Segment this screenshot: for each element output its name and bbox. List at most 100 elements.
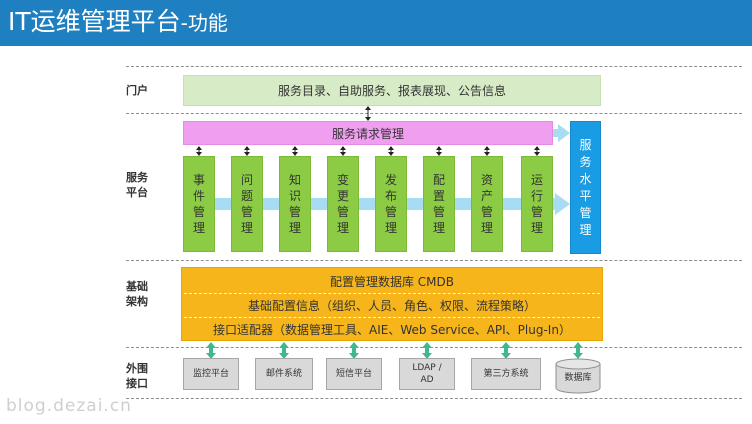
title-main: IT运维管理平台 bbox=[8, 7, 181, 36]
interface-arrow bbox=[573, 342, 583, 359]
service-level-char: 平 bbox=[579, 188, 592, 203]
title-sub: -功能 bbox=[180, 11, 228, 35]
module-char: 管 bbox=[480, 205, 493, 219]
separator-bottom bbox=[126, 398, 742, 399]
module-char: 识 bbox=[288, 189, 301, 203]
interface-arrow bbox=[422, 342, 432, 359]
flow-band bbox=[183, 198, 555, 210]
row-label-line: 平台 bbox=[126, 186, 148, 199]
module-char: 理 bbox=[530, 221, 543, 235]
module-char: 理 bbox=[336, 221, 349, 235]
module-char: 行 bbox=[530, 189, 543, 203]
module-link-arrow bbox=[534, 146, 540, 156]
module-asset: 资产管理 bbox=[471, 156, 503, 252]
row-label-infrastructure: 基础 架构 bbox=[126, 279, 164, 309]
row-label-line: 服务 bbox=[126, 171, 148, 184]
module-change: 变更管理 bbox=[327, 156, 359, 252]
module-char: 管 bbox=[192, 205, 205, 219]
separator-service bbox=[126, 260, 742, 261]
module-link-arrow bbox=[436, 146, 442, 156]
module-char: 理 bbox=[240, 221, 253, 235]
service-level-box: 服 务 水 平 管 理 bbox=[570, 121, 601, 254]
module-char: 管 bbox=[530, 205, 543, 219]
service-level-char: 水 bbox=[579, 171, 592, 186]
service-request-box: 服务请求管理 bbox=[183, 121, 553, 145]
module-operations: 运行管理 bbox=[521, 156, 553, 252]
module-knowledge: 知识管理 bbox=[279, 156, 311, 252]
module-char: 产 bbox=[480, 189, 493, 203]
module-char: 理 bbox=[432, 221, 445, 235]
cmdb-title: 配置管理数据库 CMDB bbox=[329, 274, 455, 289]
flow-band-arrowhead bbox=[555, 193, 570, 215]
row-label-line: 外围 bbox=[126, 362, 148, 375]
module-problem: 问题管理 bbox=[231, 156, 263, 252]
module-release: 发布管理 bbox=[375, 156, 407, 252]
module-char: 理 bbox=[480, 221, 493, 235]
interface-arrow bbox=[206, 342, 216, 359]
module-char: 理 bbox=[192, 221, 205, 235]
interface-ldap: LDAP / AD bbox=[399, 358, 455, 390]
module-link-arrow bbox=[196, 146, 202, 156]
row-label-external: 外围 接口 bbox=[126, 361, 164, 391]
module-char: 发 bbox=[384, 173, 397, 187]
interface-monitoring: 监控平台 bbox=[183, 358, 239, 390]
row-label-service-platform: 服务 平台 bbox=[126, 170, 164, 200]
row-label-portal: 门户 bbox=[126, 84, 148, 97]
interface-arrow bbox=[501, 342, 511, 359]
module-char: 资 bbox=[480, 173, 493, 187]
module-link-arrow bbox=[484, 146, 490, 156]
module-link-arrow bbox=[340, 146, 346, 156]
module-char: 问 bbox=[240, 173, 253, 187]
module-char: 理 bbox=[384, 221, 397, 235]
module-char: 管 bbox=[240, 205, 253, 219]
interface-arrows bbox=[206, 342, 583, 359]
module-link-arrow bbox=[244, 146, 250, 156]
cmdb-interface-adapter: 接口适配器（数据管理工具、AIE、Web Service、API、Plug-In… bbox=[213, 322, 571, 337]
cmdb-divider bbox=[184, 317, 600, 318]
row-label-line: 架构 bbox=[126, 295, 148, 308]
module-link-arrow bbox=[292, 146, 298, 156]
interface-arrow bbox=[279, 342, 289, 359]
module-char: 运 bbox=[530, 173, 543, 187]
module-incident: 事件管理 bbox=[183, 156, 215, 252]
module-char: 知 bbox=[288, 173, 301, 187]
database-icon bbox=[555, 358, 601, 394]
row-label-line: 接口 bbox=[126, 377, 148, 390]
portal-box: 服务目录、自助服务、报表展现、公告信息 bbox=[183, 75, 601, 106]
portal-link-arrow bbox=[365, 106, 371, 121]
module-char: 变 bbox=[336, 173, 349, 187]
module-char: 配 bbox=[432, 173, 445, 187]
module-link-arrows bbox=[196, 146, 540, 156]
service-level-char: 管 bbox=[579, 205, 592, 220]
interface-database: 数据库 bbox=[564, 373, 592, 383]
interface-sms: 短信平台 bbox=[326, 358, 382, 390]
module-char: 更 bbox=[336, 189, 349, 203]
cmdb-block: 配置管理数据库 CMDB 基础配置信息（组织、人员、角色、权限、流程策略） 接口… bbox=[181, 267, 603, 341]
service-level-char: 理 bbox=[579, 222, 592, 237]
module-link-arrow bbox=[388, 146, 394, 156]
interface-arrow bbox=[349, 342, 359, 359]
watermark: blog.dezai.cn bbox=[6, 396, 132, 416]
module-char: 布 bbox=[384, 189, 397, 203]
service-level-char: 服 bbox=[579, 137, 592, 152]
module-configuration: 配置管理 bbox=[423, 156, 455, 252]
module-char: 管 bbox=[288, 205, 301, 219]
module-char: 理 bbox=[288, 221, 301, 235]
module-char: 事 bbox=[192, 173, 205, 187]
cmdb-basic-config: 基础配置信息（组织、人员、角色、权限、流程策略） bbox=[247, 298, 536, 313]
interface-third-party: 第三方系统 bbox=[471, 358, 541, 390]
module-char: 管 bbox=[384, 205, 397, 219]
module-char: 管 bbox=[432, 205, 445, 219]
title-bar: IT运维管理平台-功能 bbox=[0, 0, 752, 46]
service-request-arrow bbox=[553, 124, 570, 142]
row-label-line: 基础 bbox=[126, 280, 148, 293]
separator-portal bbox=[126, 113, 742, 114]
module-char: 件 bbox=[192, 189, 205, 203]
service-level-char: 务 bbox=[579, 154, 592, 169]
cmdb-divider bbox=[184, 293, 600, 294]
separator-top bbox=[126, 66, 742, 67]
page-title: IT运维管理平台-功能 bbox=[8, 6, 228, 39]
module-char: 置 bbox=[432, 189, 445, 203]
